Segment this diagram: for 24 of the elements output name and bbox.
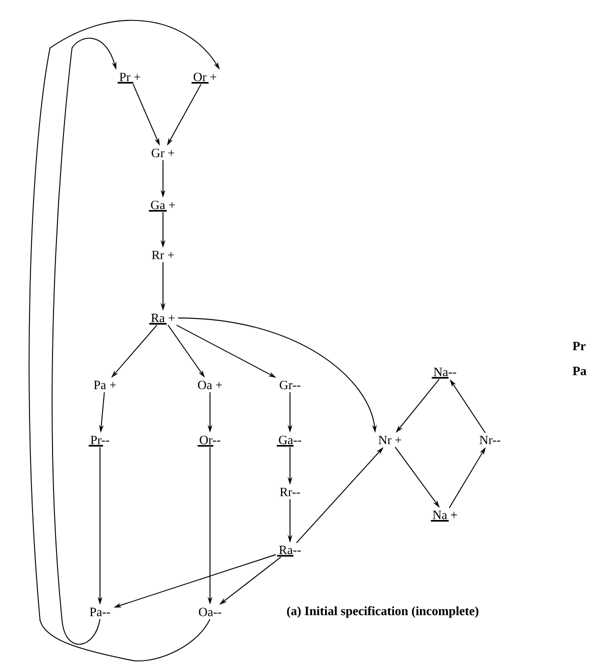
arrow: [52, 38, 116, 645]
signal-transition: Oa--: [198, 608, 222, 616]
signal-transition: Nr--: [480, 436, 500, 444]
signal-transition: Or +: [192, 72, 216, 84]
signal-transition: Na +: [430, 510, 457, 522]
signal-transition: Na--: [432, 368, 456, 379]
signal-transition: Ra--: [277, 546, 301, 557]
truncated-label: Pa: [572, 366, 586, 376]
signal-transition: Pa +: [94, 380, 116, 390]
signal-transition: Ga +: [148, 200, 175, 212]
signal-transition: Gr +: [152, 148, 174, 158]
signal-transition: Ra +: [149, 314, 175, 325]
signal-transition: Rr--: [280, 488, 300, 496]
signal-transition: Or--: [198, 436, 220, 447]
caption: (a) Initial specification (incomplete): [287, 606, 478, 618]
signal-transition: Pa--: [90, 608, 110, 616]
signal-transition: Gr--: [280, 380, 300, 390]
signal-transition: Oa +: [198, 380, 222, 390]
signal-transition: Rr +: [152, 250, 174, 260]
truncated-label: Pr: [572, 342, 586, 350]
signal-transition: Ga--: [276, 436, 302, 447]
signal-transition: Nr +: [378, 436, 402, 444]
signal-transition: Pr +: [118, 72, 140, 84]
signal-transition: Pr--: [88, 436, 110, 447]
